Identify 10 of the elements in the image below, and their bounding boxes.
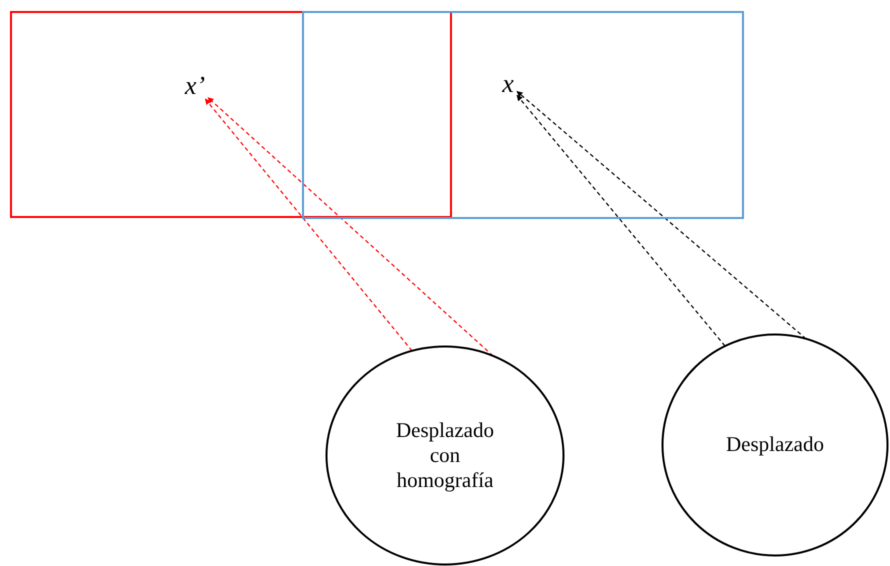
frame-rectangle (10, 11, 452, 218)
dashed-arrow (516, 90, 806, 340)
dashed-arrow (208, 97, 494, 356)
variable-label: x (502, 68, 514, 100)
dashed-arrow (204, 98, 412, 352)
dashed-arrow (516, 94, 726, 346)
circle-label: Desplazado (726, 432, 824, 458)
variable-label: x’ (184, 70, 206, 102)
circle-label: Desplazado con homografía (395, 418, 495, 494)
frame-rectangle (302, 11, 744, 219)
